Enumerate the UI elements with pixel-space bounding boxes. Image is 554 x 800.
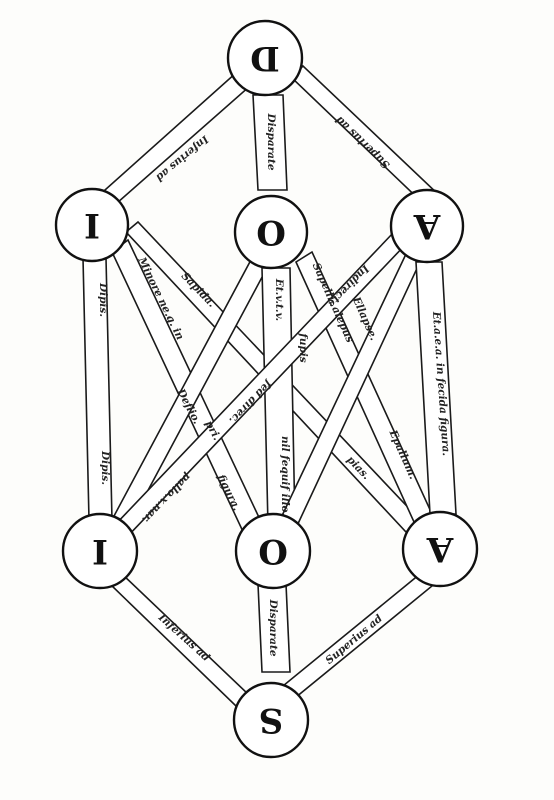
label-ul-ll-b: Dipis.: [99, 450, 111, 485]
diagram-nodes: D I O A I O A S: [54, 19, 479, 759]
node-lower-left-letter: I: [92, 531, 108, 571]
node-lower-center-letter: O: [258, 531, 288, 571]
node-lower-center: O: [234, 512, 312, 590]
node-lower-right-letter: A: [426, 529, 454, 569]
node-upper-right-letter: A: [413, 206, 441, 246]
label-ul-ll: Dipis.: [97, 282, 109, 317]
node-upper-right: A: [389, 188, 465, 264]
node-top-letter: D: [250, 38, 279, 78]
label-bot-center: Disparate: [267, 598, 279, 656]
label-bot-right: Superius ad: [323, 612, 385, 667]
node-bottom-letter: S: [259, 700, 284, 740]
node-lower-left: I: [61, 512, 139, 590]
node-upper-center: O: [233, 194, 309, 270]
node-upper-left: I: [54, 187, 130, 263]
node-upper-center-letter: O: [256, 212, 286, 252]
node-lower-right: A: [401, 510, 479, 588]
connector-bands: [82, 64, 457, 708]
node-upper-left-letter: I: [84, 205, 100, 245]
node-top: D: [226, 19, 304, 97]
label-uc-lc-b: nil fequif illo.: [279, 436, 291, 516]
label-ur-lc-b: fupis: [297, 332, 309, 362]
node-bottom: S: [232, 681, 310, 759]
band-top-left: [94, 70, 252, 212]
label-uc-lc: Et.v.t.v.: [273, 278, 285, 321]
label-top-center: Disparate: [265, 112, 277, 170]
